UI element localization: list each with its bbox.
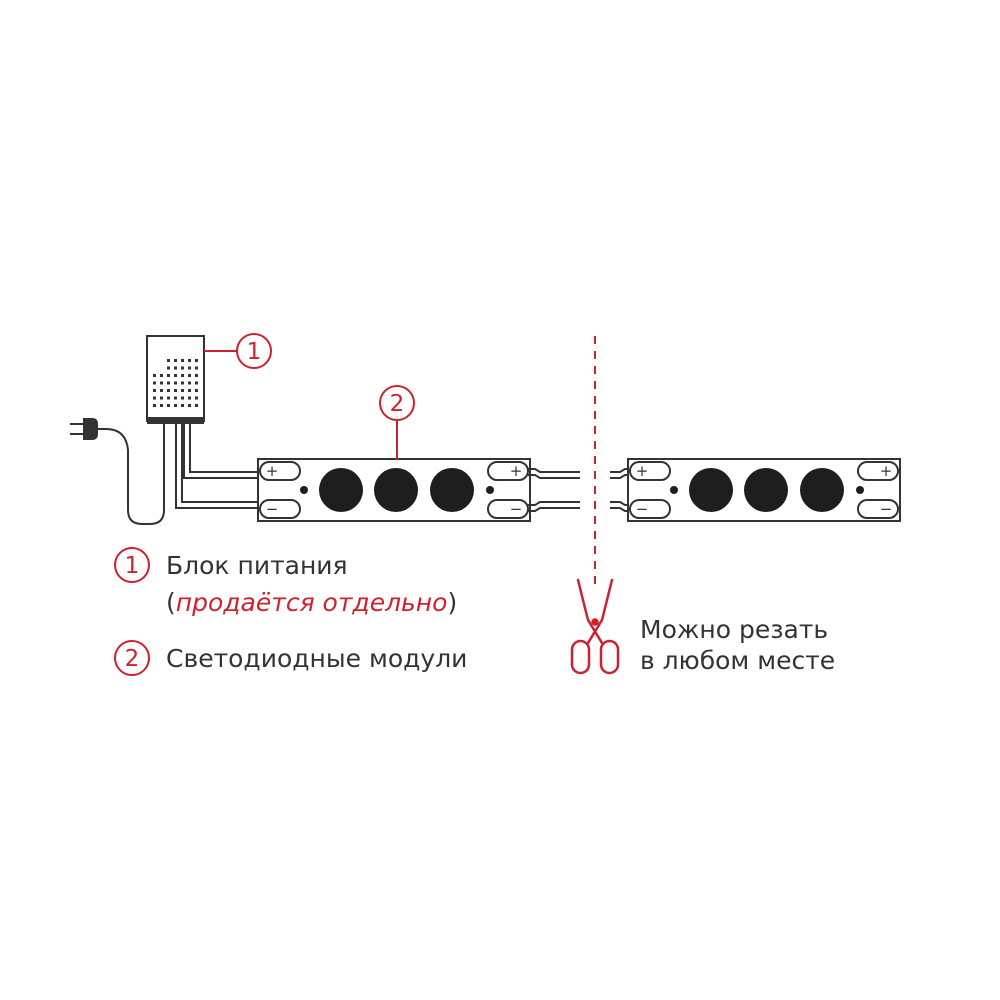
legend: 1 Блок питания (продаётся отдельно) 2 Св… [114, 547, 467, 676]
interconnect-wires-left [528, 468, 580, 512]
cut-note-line-2: в любом месте [640, 646, 835, 675]
vent-hole [174, 404, 177, 407]
vent-hole [181, 396, 184, 400]
terminal-plus [857, 461, 899, 481]
terminal-plus [487, 461, 529, 481]
led-module-1: + − + − [257, 458, 531, 522]
mains-cable [105, 424, 165, 525]
vent-hole [167, 374, 170, 377]
vent-hole [167, 389, 170, 392]
callout-1-number: 1 [247, 339, 262, 365]
power-supply-unit [146, 335, 205, 424]
vent-hole [188, 374, 191, 377]
vent-hole [174, 396, 177, 400]
terminal-plus-sign: + [266, 462, 279, 480]
vent-hole [167, 359, 170, 362]
vent-hole [153, 404, 156, 407]
vent-hole [174, 366, 177, 370]
led-diode [744, 468, 788, 512]
legend-1-note-close: ) [447, 588, 457, 617]
led-module-2: + − + − [627, 458, 901, 522]
vent-hole [195, 374, 198, 377]
vent-hole [188, 381, 191, 385]
vent-hole [153, 381, 156, 385]
terminal-plus [629, 461, 671, 481]
vent-hole [188, 366, 191, 370]
terminal-minus [487, 499, 529, 519]
vent-hole [195, 359, 198, 362]
scissors-icon [570, 578, 620, 675]
led-diode [800, 468, 844, 512]
vent-hole [167, 404, 170, 407]
legend-1-circle [114, 547, 150, 583]
vent-hole [181, 404, 184, 407]
vent-hole [153, 389, 156, 392]
vent-hole [195, 381, 198, 385]
legend-1-note-text: продаётся отдельно [176, 588, 448, 617]
terminal-plus-sign: + [510, 462, 523, 480]
legend-1-note-open: ( [166, 588, 176, 617]
legend-1-label: Блок питания [166, 551, 348, 580]
vent-hole [195, 389, 198, 392]
power-supply-vents [153, 359, 198, 407]
terminal-plus [259, 461, 301, 481]
terminal-plus-sign: + [880, 462, 893, 480]
callout-2-number: 2 [390, 391, 405, 417]
terminal-minus-sign: − [880, 500, 893, 518]
vent-hole [160, 381, 163, 385]
vent-hole [174, 374, 177, 377]
terminal-minus [629, 499, 671, 519]
vent-hole [181, 359, 184, 362]
vent-hole [167, 381, 170, 385]
vent-hole [195, 366, 198, 370]
vent-hole [181, 389, 184, 392]
vent-hole [188, 396, 191, 400]
callout-1-circle [236, 333, 272, 369]
vent-hole [153, 374, 156, 377]
legend-2-label: Светодиодные модули [166, 644, 467, 673]
terminal-minus-sign: − [266, 500, 279, 518]
led-diode [689, 468, 733, 512]
vent-hole [188, 359, 191, 362]
vent-hole [195, 396, 198, 400]
vent-hole [188, 404, 191, 407]
vent-hole [160, 396, 163, 400]
mains-plug-icon [70, 418, 106, 440]
vent-hole [181, 366, 184, 370]
vent-hole [160, 404, 163, 407]
legend-1-note: (продаётся отдельно) [166, 588, 457, 617]
legend-2-number: 2 [125, 646, 140, 672]
terminal-plus-sign: + [636, 462, 649, 480]
cut-note-line-1: Можно резать [640, 615, 828, 644]
vent-hole [160, 374, 163, 377]
led-diode [430, 468, 474, 512]
vent-hole [167, 366, 170, 370]
vent-hole [174, 359, 177, 362]
led-diode [319, 468, 363, 512]
legend-2-circle [114, 640, 150, 676]
vent-hole [195, 404, 198, 407]
terminal-minus-sign: − [510, 500, 523, 518]
power-supply-output-wires [175, 424, 262, 509]
terminal-minus [857, 499, 899, 519]
callout-2-circle [379, 385, 415, 421]
vent-hole [153, 396, 156, 400]
legend-1-number: 1 [125, 553, 140, 579]
polarity-dot [670, 486, 678, 494]
vent-hole [188, 389, 191, 392]
terminal-minus [259, 499, 301, 519]
polarity-dot [486, 486, 494, 494]
vent-hole [174, 389, 177, 392]
vent-hole [181, 381, 184, 385]
led-diode [374, 468, 418, 512]
vent-hole [160, 389, 163, 392]
polarity-dot [300, 486, 308, 494]
polarity-dot [856, 486, 864, 494]
vent-hole [181, 374, 184, 377]
vent-hole [167, 396, 170, 400]
vent-hole [174, 381, 177, 385]
terminal-minus-sign: − [636, 500, 649, 518]
